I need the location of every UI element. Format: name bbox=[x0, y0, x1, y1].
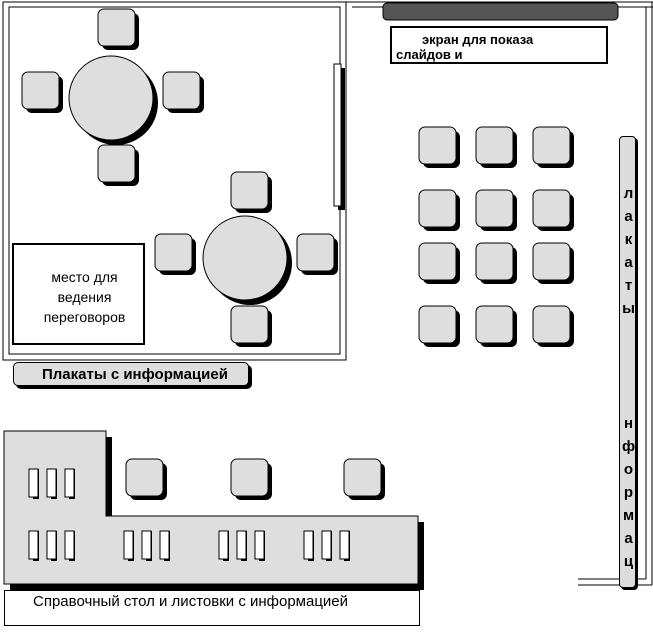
screen-label: экран для показа слайдов и bbox=[390, 26, 608, 64]
chair bbox=[97, 144, 139, 186]
vertical-poster-letter: ц bbox=[623, 553, 634, 570]
leaflet bbox=[321, 530, 332, 560]
round-table-top bbox=[68, 55, 154, 141]
meeting-label-line-2: ведения bbox=[57, 289, 112, 305]
leaflet bbox=[159, 530, 170, 560]
screen-label-line-2: слайдов и bbox=[396, 47, 463, 62]
leaflet bbox=[28, 468, 39, 498]
chair-seat bbox=[230, 171, 269, 210]
reception-desk bbox=[3, 430, 424, 590]
leaflet-stack bbox=[28, 530, 75, 561]
vertical-poster-letter: а bbox=[624, 254, 633, 271]
chair-seat bbox=[532, 189, 571, 228]
chair-seat bbox=[532, 305, 571, 344]
chair bbox=[475, 189, 517, 231]
chair bbox=[162, 71, 204, 113]
chair-seat bbox=[418, 126, 457, 165]
chair bbox=[154, 233, 196, 275]
chair bbox=[230, 171, 272, 213]
chair bbox=[230, 458, 272, 500]
chair-seat bbox=[97, 144, 136, 183]
vertical-poster-letter: р bbox=[623, 484, 634, 501]
leaflet bbox=[123, 530, 134, 560]
chair-seat bbox=[418, 189, 457, 228]
chair bbox=[418, 305, 460, 347]
chair-seat bbox=[230, 305, 269, 344]
chair bbox=[296, 233, 338, 275]
chair bbox=[475, 305, 517, 347]
chair-seat bbox=[230, 458, 269, 497]
leaflet bbox=[236, 530, 247, 560]
chair bbox=[21, 71, 63, 113]
chair bbox=[475, 242, 517, 284]
chair-seat bbox=[475, 126, 514, 165]
vertical-poster-letter: м bbox=[622, 507, 635, 524]
chair-seat bbox=[418, 242, 457, 281]
screen-bar bbox=[382, 2, 619, 21]
vertical-poster-letter: к bbox=[624, 231, 633, 248]
chair bbox=[532, 242, 574, 284]
vertical-poster-letter: т bbox=[624, 277, 633, 294]
leaflet bbox=[64, 468, 75, 498]
leaflet bbox=[141, 530, 152, 560]
leaflet bbox=[46, 530, 57, 560]
leaflet-stack bbox=[303, 530, 350, 561]
vertical-poster-letter: а bbox=[624, 530, 633, 547]
chair bbox=[532, 305, 574, 347]
chair-seat bbox=[296, 233, 335, 272]
leaflet-stack bbox=[218, 530, 265, 561]
chair-seat bbox=[418, 305, 457, 344]
chair-seat bbox=[532, 242, 571, 281]
vertical-poster-letter: о bbox=[623, 461, 634, 478]
meeting-label-line-1: место для bbox=[51, 269, 118, 285]
leaflet bbox=[218, 530, 229, 560]
posters-label: Плакаты с информацией bbox=[13, 362, 249, 386]
vertical-poster-letter: н bbox=[623, 415, 634, 432]
vertical-poster-letter: л bbox=[623, 185, 634, 202]
chair bbox=[475, 126, 517, 168]
chair-seat bbox=[475, 242, 514, 281]
leaflet-stack bbox=[28, 468, 75, 499]
leaflet-stack bbox=[123, 530, 170, 561]
chair bbox=[418, 189, 460, 231]
reception-desk-label: Справочный стол и листовки с информацией bbox=[4, 590, 420, 626]
vertical-poster-letter: ы bbox=[622, 300, 635, 317]
vertical-poster-letter: а bbox=[624, 208, 633, 225]
chair-seat bbox=[343, 458, 382, 497]
hall-walls bbox=[346, 1, 653, 586]
round-table bbox=[68, 55, 158, 145]
leaflet bbox=[254, 530, 265, 560]
chair-seat bbox=[97, 8, 136, 47]
chair bbox=[343, 458, 385, 500]
chair-seat bbox=[532, 126, 571, 165]
round-table bbox=[202, 215, 292, 305]
meeting-area-label: место для ведения переговоров bbox=[12, 243, 145, 345]
vertical-poster-letter: ф bbox=[621, 438, 636, 455]
chair-seat bbox=[475, 189, 514, 228]
leaflet bbox=[64, 530, 75, 560]
chair bbox=[532, 189, 574, 231]
chair-seat bbox=[154, 233, 193, 272]
chair bbox=[125, 458, 167, 500]
round-table-top bbox=[202, 215, 288, 301]
meeting-label-line-3: переговоров bbox=[43, 309, 126, 325]
leaflet bbox=[28, 530, 39, 560]
chair bbox=[97, 8, 139, 50]
leaflet bbox=[46, 468, 57, 498]
leaflet bbox=[303, 530, 314, 560]
leaflet bbox=[339, 530, 350, 560]
chair-seat bbox=[21, 71, 60, 110]
whiteboard-bar bbox=[333, 63, 345, 210]
chair bbox=[418, 126, 460, 168]
chair bbox=[532, 126, 574, 168]
chair bbox=[418, 242, 460, 284]
chair-seat bbox=[475, 305, 514, 344]
screen-label-line-1: экран для показа bbox=[422, 32, 534, 47]
chair bbox=[230, 305, 272, 347]
chair-seat bbox=[125, 458, 164, 497]
chair-seat bbox=[162, 71, 201, 110]
